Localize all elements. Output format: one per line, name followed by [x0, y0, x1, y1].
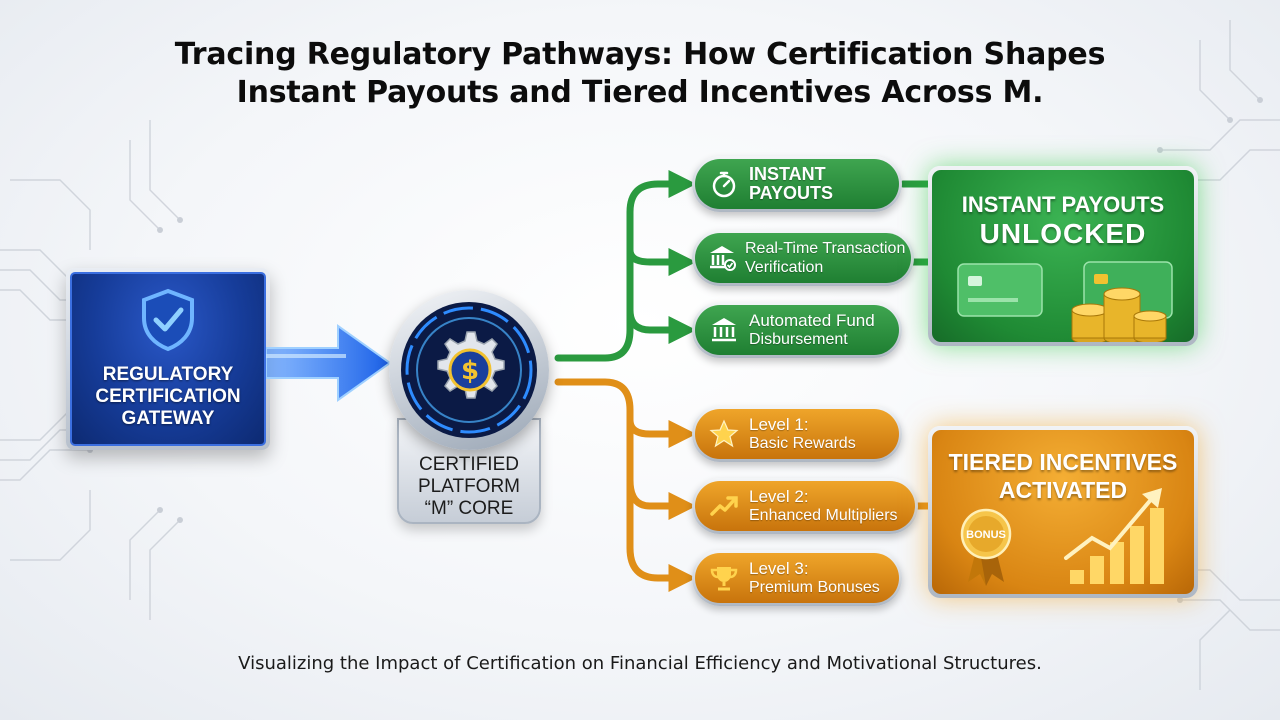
gateway-to-core-arrow [266, 324, 392, 402]
coin-stack-icon [1071, 287, 1167, 342]
instant-payouts-line-1: INSTANT [749, 164, 826, 184]
level-1-desc: Basic Rewards [749, 435, 856, 452]
automated-line-1: Automated Fund [749, 311, 875, 330]
realtime-line-1: Real-Time Transaction [745, 240, 906, 257]
realtime-line-2: Verification [745, 259, 824, 276]
shield-check-icon [142, 288, 194, 352]
payout-panel-title: INSTANT PAYOUTS UNLOCKED [932, 192, 1194, 250]
payout-panel-line-2: UNLOCKED [979, 218, 1147, 249]
gear-dollar-icon: $ [401, 302, 537, 438]
gateway-label-line-1: REGULATORY [102, 364, 234, 385]
page-subtitle: Visualizing the Impact of Certification … [238, 653, 1042, 674]
tiered-incentives-activated-panel: BONUS TIERED INCENTIVES ACTIVATED [928, 426, 1198, 598]
instant-payouts-line-2: PAYOUTS [749, 183, 834, 203]
stopwatch-icon [712, 171, 736, 198]
level-2-title: Level 2: [749, 487, 809, 506]
level-2-desc: Enhanced Multipliers [749, 507, 898, 524]
bank-gear-icon [712, 318, 736, 342]
bonus-badge-icon: BONUS [960, 508, 1012, 586]
core-label-line-2: PLATFORM [417, 476, 521, 497]
core-disc: $ [389, 290, 549, 450]
title-line-2: Instant Payouts and Tiered Incentives Ac… [236, 75, 1044, 110]
gateway-label: REGULATORY CERTIFICATION GATEWAY [95, 364, 240, 430]
level-1-title: Level 1: [749, 415, 809, 434]
gateway-label-line-2: CERTIFICATION [95, 386, 241, 407]
automated-disbursement-pill: Automated Fund Disbursement [692, 302, 902, 358]
platform-core: $ CERTIFIED PLATFORM “M” CORE [383, 290, 555, 534]
gateway-label-line-3: GATEWAY [121, 408, 215, 429]
automated-line-2: Disbursement [749, 331, 848, 348]
trophy-icon [710, 567, 738, 591]
bar-growth-icon [1064, 488, 1164, 584]
panel-art: BONUS [960, 488, 1164, 586]
regulatory-gateway-card: REGULATORY CERTIFICATION GATEWAY [66, 268, 270, 450]
level-2-pill: Level 2: Enhanced Multipliers [692, 478, 918, 534]
bank-check-icon [710, 246, 736, 271]
bonus-badge-text: BONUS [966, 529, 1006, 541]
incentive-panel-title: TIERED INCENTIVES ACTIVATED [932, 448, 1194, 504]
star-icon [709, 419, 739, 448]
core-label-line-1: CERTIFIED [419, 454, 519, 475]
core-label-line-3: “M” CORE [424, 498, 514, 519]
page-title: Tracing Regulatory Pathways: How Certifi… [60, 36, 1220, 112]
level-1-pill: Level 1: Basic Rewards [692, 406, 902, 462]
svg-text:$: $ [461, 356, 479, 386]
instant-payouts-unlocked-panel: INSTANT PAYOUTS UNLOCKED [928, 166, 1198, 346]
realtime-verification-pill: Real-Time Transaction Verification [692, 230, 914, 286]
level-3-desc: Premium Bonuses [749, 579, 880, 596]
payout-panel-line-1: INSTANT PAYOUTS [961, 192, 1165, 217]
incentive-panel-line-2: ACTIVATED [998, 477, 1128, 503]
incentive-panel-line-1: TIERED INCENTIVES [948, 449, 1178, 475]
panel-art [957, 261, 1173, 342]
level-3-pill: Level 3: Premium Bonuses [692, 550, 902, 606]
instant-payouts-pill: INSTANT PAYOUTS [692, 156, 902, 212]
title-line-1: Tracing Regulatory Pathways: How Certifi… [174, 37, 1106, 72]
core-label: CERTIFIED PLATFORM “M” CORE [397, 454, 541, 520]
level-3-title: Level 3: [749, 559, 809, 578]
trend-up-icon [710, 496, 738, 516]
